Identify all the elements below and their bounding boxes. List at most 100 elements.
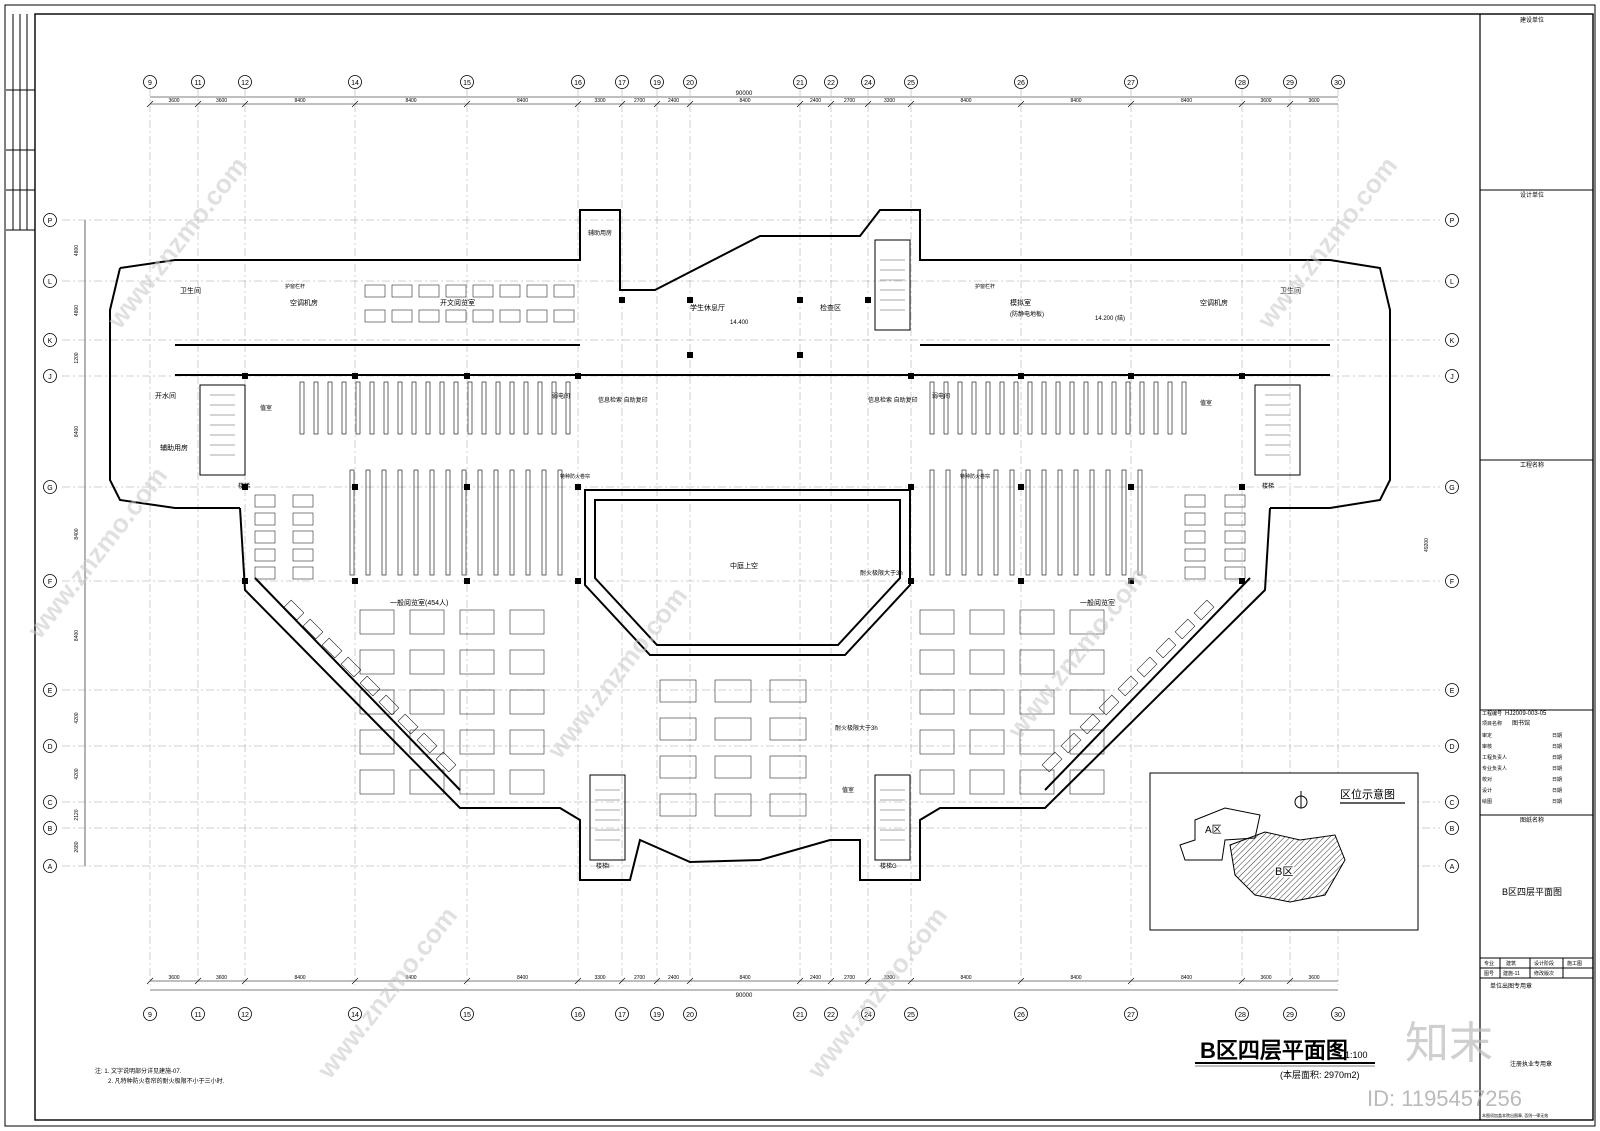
bookshelf bbox=[961, 469, 967, 576]
axis-right-L: L bbox=[1445, 274, 1459, 288]
reading-table bbox=[359, 675, 381, 697]
room-stair-1: 楼梯I bbox=[596, 862, 610, 870]
bookshelf bbox=[945, 469, 951, 576]
svg-text:22: 22 bbox=[827, 1012, 835, 1019]
bookshelf bbox=[365, 469, 371, 576]
top-dim-label-2: 8400 bbox=[294, 98, 305, 104]
svg-text:15: 15 bbox=[463, 80, 471, 87]
svg-text:17: 17 bbox=[618, 1012, 626, 1019]
svg-text:20: 20 bbox=[686, 80, 694, 87]
reading-table bbox=[1155, 637, 1177, 659]
room-weak-left: 弱电间 bbox=[552, 392, 570, 400]
reading-table bbox=[1184, 548, 1206, 562]
bookshelf bbox=[413, 469, 419, 576]
structural-column bbox=[352, 373, 358, 379]
room-reading-right: 一般阅览室 bbox=[1080, 598, 1115, 607]
bottom-dim-label-15: 3600 bbox=[1260, 975, 1271, 981]
svg-text:19: 19 bbox=[653, 1012, 661, 1019]
structural-column bbox=[352, 484, 358, 490]
bookshelf bbox=[1097, 381, 1103, 435]
bookshelf bbox=[565, 381, 571, 435]
svg-text:20: 20 bbox=[686, 1012, 694, 1019]
bookshelf bbox=[495, 381, 501, 435]
bottom-dim-label-12: 8400 bbox=[960, 975, 971, 981]
tb-project-no: HJ2009-003-05 bbox=[1505, 711, 1547, 717]
label-rail-b: 护窗栏杆 bbox=[975, 283, 995, 290]
svg-text:F: F bbox=[1450, 579, 1454, 586]
reading-table bbox=[1069, 769, 1105, 795]
axis-bottom-25: 25 bbox=[904, 1007, 918, 1021]
reading-table bbox=[409, 689, 445, 715]
svg-text:29: 29 bbox=[1286, 1012, 1294, 1019]
axis-top-11: 11 bbox=[191, 75, 205, 89]
axis-top-26: 26 bbox=[1014, 75, 1028, 89]
label-rail-a: 护窗栏杆 bbox=[285, 283, 305, 290]
reading-table bbox=[1174, 618, 1196, 640]
bottom-dim-label-6: 2700 bbox=[634, 975, 645, 981]
structural-column bbox=[908, 373, 914, 379]
reading-table bbox=[472, 309, 494, 323]
tb-date-label: 日期 bbox=[1552, 744, 1562, 750]
tb-design-unit: 设计单位 bbox=[1520, 191, 1544, 199]
axis-top-29: 29 bbox=[1283, 75, 1297, 89]
tb-discipline: 建筑 bbox=[1506, 960, 1516, 967]
reading-table bbox=[254, 494, 276, 508]
room-duty-left: 值室 bbox=[260, 404, 272, 412]
axis-bottom-30: 30 bbox=[1331, 1007, 1345, 1021]
bottom-dim-label-8: 8400 bbox=[739, 975, 750, 981]
key-plan-zone-b-label: B区 bbox=[1275, 866, 1293, 878]
axis-left-C: C bbox=[43, 795, 57, 809]
reading-table bbox=[969, 649, 1005, 675]
axis-left-J: J bbox=[43, 369, 57, 383]
bookshelf bbox=[557, 469, 563, 576]
svg-text:12: 12 bbox=[241, 1012, 249, 1019]
bookshelf bbox=[993, 469, 999, 576]
structural-column bbox=[242, 484, 248, 490]
room-aux-top: 辅助用房 bbox=[588, 229, 612, 237]
tb-build-unit: 建设单位 bbox=[1520, 16, 1544, 24]
outer-border bbox=[4, 4, 1596, 1127]
label-shutter-a: 特种防火卷帘 bbox=[560, 473, 590, 480]
svg-text:17: 17 bbox=[618, 80, 626, 87]
reading-table bbox=[254, 512, 276, 526]
structural-column bbox=[908, 484, 914, 490]
axis-top-22: 22 bbox=[824, 75, 838, 89]
tb-date-label: 日期 bbox=[1552, 777, 1562, 783]
bookshelf bbox=[1181, 381, 1187, 435]
reading-table bbox=[1224, 548, 1246, 562]
svg-text:9: 9 bbox=[148, 80, 152, 87]
bookshelf bbox=[461, 469, 467, 576]
reading-table bbox=[1098, 694, 1120, 716]
left-dim-label-7: 4200 bbox=[74, 768, 80, 779]
tb-date-label: 日期 bbox=[1552, 733, 1562, 739]
axis-bottom-12: 12 bbox=[238, 1007, 252, 1021]
left-dim-label-4: 8400 bbox=[74, 528, 80, 539]
svg-text:D: D bbox=[1449, 744, 1454, 751]
top-dim-label-14: 8400 bbox=[1181, 98, 1192, 104]
room-ac-left: 空调机房 bbox=[290, 298, 318, 307]
svg-text:24: 24 bbox=[864, 1012, 872, 1019]
structural-column bbox=[687, 352, 693, 358]
left-dim-label-9: 2680 bbox=[74, 841, 80, 852]
room-stair-g: 楼梯G bbox=[880, 862, 897, 870]
svg-text:P: P bbox=[1450, 218, 1455, 225]
north-arrow-icon bbox=[1294, 791, 1308, 809]
bottom-dim-label-4: 8400 bbox=[517, 975, 528, 981]
top-dim-label-10: 2700 bbox=[844, 98, 855, 104]
structural-column bbox=[1239, 484, 1245, 490]
room-water: 开水间 bbox=[155, 391, 176, 400]
tb-stamp2: 注册执业专用章 bbox=[1510, 1060, 1552, 1068]
axis-top-9: 9 bbox=[143, 75, 157, 89]
structural-column bbox=[352, 578, 358, 584]
reading-table bbox=[1079, 713, 1101, 735]
axis-right-K: K bbox=[1445, 333, 1459, 347]
reading-table bbox=[459, 769, 495, 795]
reading-table bbox=[969, 689, 1005, 715]
axis-bottom-11: 11 bbox=[191, 1007, 205, 1021]
reading-table bbox=[459, 729, 495, 755]
tb-stamp1: 单位出图专用章 bbox=[1490, 982, 1532, 990]
reading-table bbox=[359, 729, 395, 755]
bookshelf bbox=[1121, 469, 1127, 576]
svg-text:K: K bbox=[1450, 338, 1455, 345]
